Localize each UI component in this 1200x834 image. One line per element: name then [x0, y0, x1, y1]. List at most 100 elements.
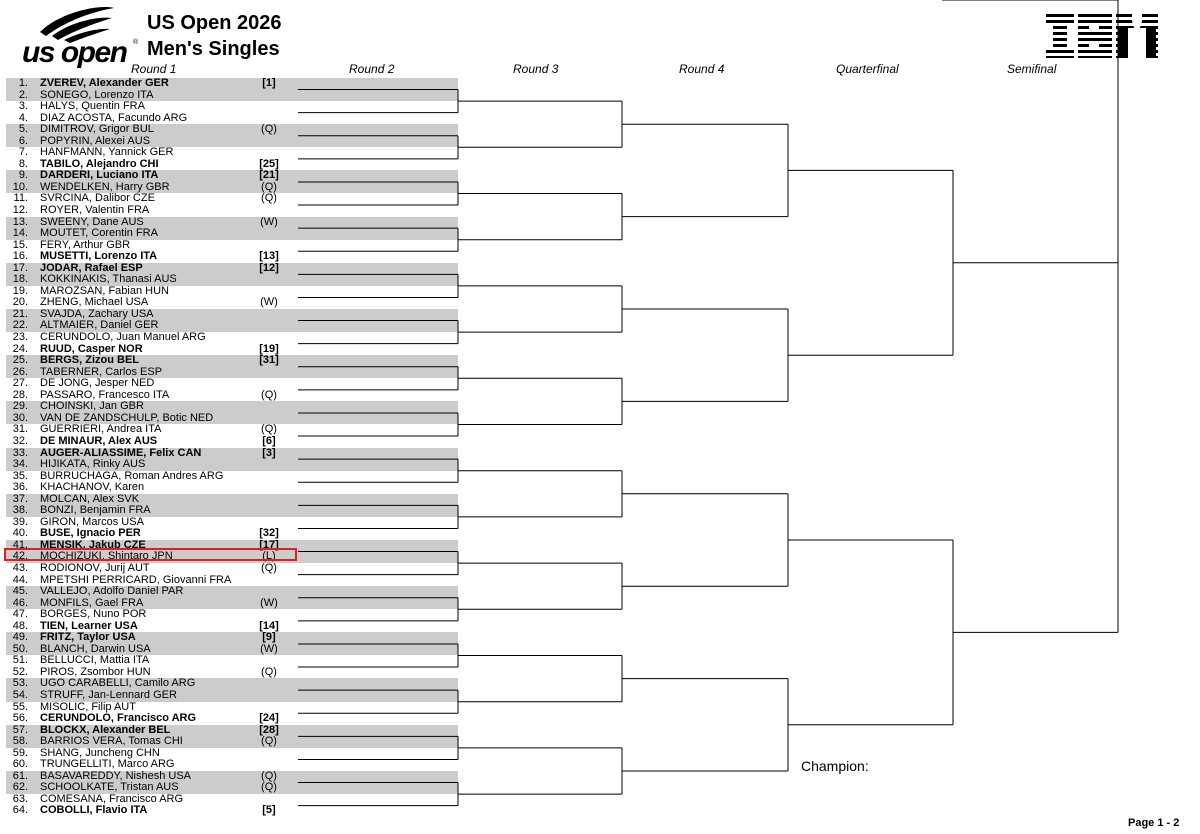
draw-row[interactable]: 59.SHANG, Juncheng CHN — [6, 746, 458, 760]
player-name: SHANG, Juncheng CHN — [40, 746, 160, 759]
draw-number: 14. — [12, 227, 28, 240]
seed-or-entry: (W) — [260, 596, 278, 609]
draw-row[interactable]: 6.POPYRIN, Alexei AUS — [6, 135, 458, 148]
player-name: RODIONOV, Jurij AUT — [40, 561, 150, 574]
draw-number: 54. — [12, 688, 28, 701]
seed-or-entry: [14] — [259, 619, 279, 632]
draw-number: 33. — [12, 446, 28, 459]
draw-row[interactable]: 13.SWEENY, Dane AUS(W) — [6, 216, 458, 229]
draw-row[interactable]: 55.MISOLIC, Filip AUT — [6, 701, 458, 714]
draw-row[interactable]: 64.COBOLLI, Flavio ITA[5] — [6, 805, 458, 817]
draw-row[interactable]: 57.BLOCKX, Alexander BEL[28] — [6, 723, 458, 737]
draw-number: 32. — [12, 434, 28, 447]
draw-number: 4. — [18, 111, 28, 124]
draw-number: 43. — [12, 561, 28, 574]
draw-row[interactable]: 51.BELLUCCI, Mattia ITA — [6, 655, 458, 667]
draw-row[interactable]: 37.MOLCAN, Alex SVK — [6, 493, 458, 506]
seed-or-entry: (W) — [260, 296, 278, 309]
draw-row[interactable]: 53.UGO CARABELLI, Camilo ARG — [6, 678, 458, 690]
player-name: HANFMANN, Yannick GER — [40, 146, 174, 159]
draw-number: 61. — [12, 769, 28, 782]
draw-row[interactable]: 45.VALLEJO, Adolfo Daniel PAR — [6, 586, 458, 598]
draw-row[interactable]: 18.KOKKINAKIS, Thanasi AUS — [6, 274, 458, 286]
draw-row[interactable]: 31.GUERRIERI, Andrea ITA(Q) — [6, 424, 458, 436]
draw-number: 50. — [12, 642, 28, 655]
draw-row[interactable]: 1.ZVEREV, Alexander GER[1] — [6, 77, 458, 90]
draw-row[interactable]: 40.BUSE, Ignacio PER[32] — [6, 528, 458, 540]
draw-row[interactable]: 52.PIROS, Zsombor HUN(Q) — [6, 666, 458, 679]
draw-row[interactable]: 42.MOCHIZUKI, Shintaro JPN(L) — [6, 551, 458, 563]
draw-row[interactable]: 11.SVRCINA, Dalibor CZE(Q) — [6, 193, 458, 205]
draw-row[interactable]: 63.COMESANA, Francisco ARG — [6, 792, 458, 806]
draw-row[interactable]: 25.BERGS, Zizou BEL[31] — [6, 355, 458, 367]
draw-row[interactable]: 47.BORGES, Nuno POR — [6, 609, 458, 621]
seed-or-entry: [24] — [259, 712, 279, 725]
player-name: BONZI, Benjamin FRA — [40, 504, 151, 517]
draw-number: 15. — [12, 238, 28, 251]
draw-row[interactable]: 15.FERY, Arthur GBR — [6, 238, 458, 252]
draw-row[interactable]: 41.MENSIK, Jakub CZE[17] — [6, 538, 458, 552]
draw-row[interactable]: 34.HIJIKATA, Rinky AUS — [6, 458, 458, 471]
draw-number: 5. — [18, 123, 28, 136]
draw-row[interactable]: 20.ZHENG, Michael USA(W) — [6, 297, 458, 309]
draw-row[interactable]: 56.CERUNDOLO, Francisco ARG[24] — [6, 713, 458, 725]
draw-row[interactable]: 54. STRUFF, Jan-Lennard GER — [6, 688, 458, 702]
draw-row[interactable]: 60.TRUNGELLITI, Marco ARG — [6, 759, 458, 771]
draw-row[interactable]: 22.ALTMAIER, Daniel GER — [6, 320, 458, 333]
draw-number: 42. — [12, 550, 28, 563]
draw-row[interactable]: 58.BARRIOS VERA, Tomas CHI(Q) — [6, 736, 458, 748]
draw-number: 63. — [12, 792, 28, 805]
draw-row[interactable]: 10.WENDELKEN, Harry GBR(Q) — [6, 181, 458, 194]
draw-row[interactable]: 5.DIMITROV, Grigor BUL(Q) — [6, 124, 458, 136]
draw-number: 40. — [12, 527, 28, 540]
draw-row[interactable]: 19.MAROZSAN, Fabian HUN — [6, 285, 458, 298]
draw-row[interactable]: 4. DIAZ ACOSTA, Facundo ARG — [6, 111, 458, 125]
draw-row[interactable]: 36.KHACHANOV, Karen — [6, 482, 458, 494]
player-name: BLOCKX, Alexander BEL — [40, 723, 171, 736]
draw-row[interactable]: 7.HANFMANN, Yannick GER — [6, 147, 458, 159]
seed-or-entry: [25] — [259, 157, 279, 170]
player-name: BUSE, Ignacio PER — [40, 527, 141, 540]
draw-row[interactable]: 24.RUUD, Casper NOR[19] — [6, 342, 458, 356]
player-name: DIAZ ACOSTA, Facundo ARG — [40, 111, 188, 124]
draw-row[interactable]: 44.MPETSHI PERRICARD, Giovanni FRA — [6, 574, 458, 587]
event-subtitle: Men's Singles — [147, 38, 280, 60]
seed-or-entry: (L) — [262, 550, 276, 563]
selected-row-highlight[interactable] — [4, 548, 297, 561]
draw-row[interactable]: 50.BLANCH, Darwin USA(W) — [6, 642, 458, 656]
draw-number: 41. — [12, 538, 28, 551]
draw-row[interactable]: 3.HALYS, Quentin FRA — [6, 101, 458, 113]
player-name: STRUFF, Jan-Lennard GER — [40, 688, 177, 701]
draw-row[interactable]: 49.FRITZ, Taylor USA[9] — [6, 632, 458, 644]
draw-row[interactable]: 27.DE JONG, Jesper NED — [6, 378, 458, 390]
player-name: PASSARO, Francesco ITA — [40, 388, 170, 401]
draw-row[interactable]: 2.SONEGO, Lorenzo ITA — [6, 89, 458, 102]
draw-row[interactable]: 28.PASSARO, Francesco ITA(Q) — [6, 388, 458, 402]
player-name: RUUD, Casper NOR — [40, 342, 143, 355]
draw-row[interactable]: 9.DARDERI, Luciano ITA[21] — [6, 170, 458, 182]
draw-row[interactable]: 16.MUSETTI, Lorenzo ITA[13] — [6, 251, 458, 263]
draw-row[interactable]: 39.GIRON, Marcos USA — [6, 516, 458, 529]
draw-row[interactable]: 33.AUGER-ALIASSIME, Felix CAN[3] — [6, 446, 458, 460]
draw-row[interactable]: 29.CHOINSKI, Jan GBR — [6, 401, 458, 413]
player-name: SVRCINA, Dalibor CZE — [40, 192, 155, 205]
draw-row[interactable]: 14.MOUTET, Corentin FRA — [6, 228, 458, 240]
draw-row[interactable]: 23.CERUNDOLO, Juan Manuel ARG — [6, 331, 458, 344]
draw-number: 49. — [12, 631, 28, 644]
draw-row[interactable]: 8.TABILO, Alejandro CHI[25] — [6, 157, 458, 171]
draw-row[interactable]: 35.BURRUCHAGA, Roman Andres ARG — [6, 470, 458, 483]
draw-row[interactable]: 46.MONFILS, Gael FRA(W) — [6, 596, 458, 610]
draw-row[interactable]: 61.BASAVAREDDY, Nishesh USA(Q) — [6, 769, 458, 783]
draw-row[interactable]: 12.ROYER, Valentin FRA — [6, 204, 458, 217]
draw-row[interactable]: 21.SVAJDA, Zachary USA — [6, 308, 458, 321]
draw-row[interactable]: 17.JODAR, Rafael ESP[12] — [6, 262, 458, 275]
draw-row[interactable]: 62.SCHOOLKATE, Tristan AUS(Q) — [6, 782, 458, 794]
draw-row[interactable]: 30.VAN DE ZANDSCHULP, Botic NED — [6, 412, 458, 425]
draw-row[interactable]: 43.RODIONOV, Jurij AUT(Q) — [6, 561, 458, 575]
draw-row[interactable]: 32.DE MINAUR, Alex AUS[6] — [6, 434, 458, 448]
draw-row[interactable]: 26.TABERNER, Carlos ESP — [6, 366, 458, 379]
draw-number: 23. — [12, 331, 28, 344]
draw-row[interactable]: 38.BONZI, Benjamin FRA — [6, 505, 458, 517]
draw-row[interactable]: 48.TIEN, Learner USA[14] — [6, 619, 458, 633]
